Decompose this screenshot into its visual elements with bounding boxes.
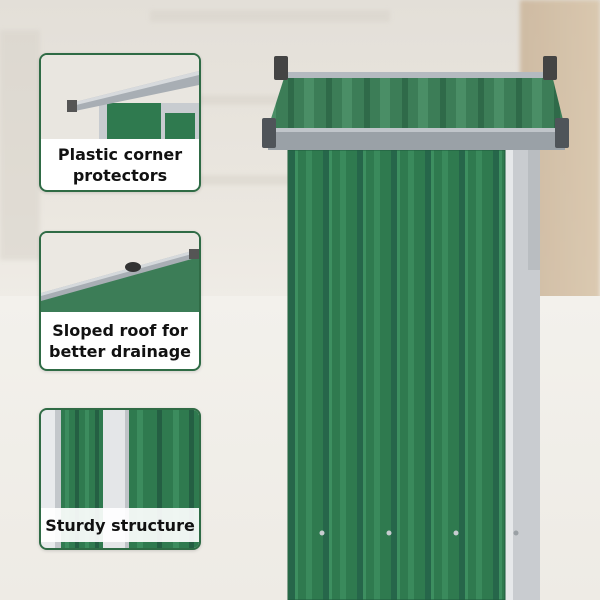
background-shelf [150,10,390,22]
feature-card-corner-protectors: Plastic corner protectors [39,53,201,192]
feature-label: Sturdy structure [41,508,199,542]
background-shelf [150,95,390,105]
feature-label: Plastic corner protectors [57,144,183,185]
feature-photo-roof-corner [41,55,199,139]
background-shelf [150,175,390,185]
feature-label: Sloped roof for better drainage [48,320,192,361]
sloped-roof-illustration [41,233,199,312]
feature-photo-sloped-roof [41,233,199,312]
feature-card-sturdy-structure: Sturdy structure [39,408,201,550]
roof-corner-illustration [41,55,199,139]
feature-card-sloped-roof: Sloped roof for better drainage [39,231,201,371]
background-shelf [0,30,40,260]
